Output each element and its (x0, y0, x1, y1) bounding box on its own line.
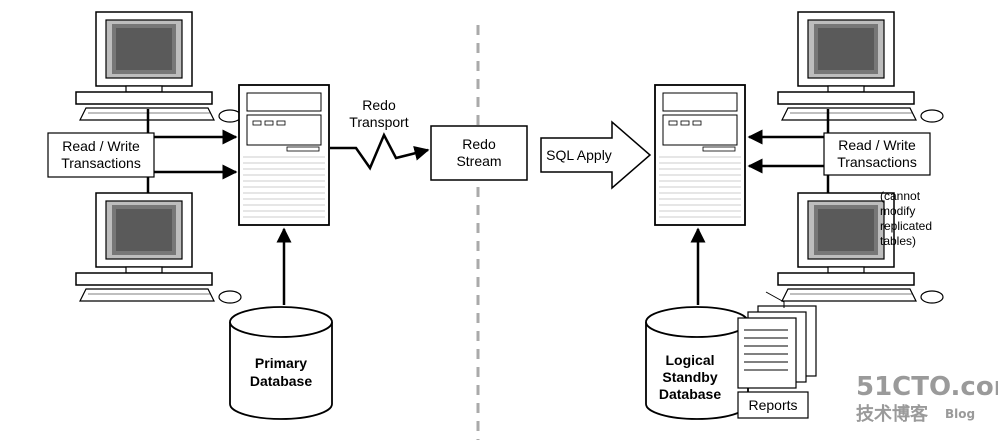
redo-stream-box: Redo Stream (430, 125, 528, 181)
standby-server-icon (654, 84, 746, 226)
redo-stream-line2: Stream (456, 153, 501, 169)
watermark-site: 51CTO.com (856, 372, 998, 402)
redo-transport-line (330, 132, 430, 171)
standby-note-line1: (cannot (880, 189, 921, 203)
redo-stream-line1: Redo (462, 136, 496, 152)
primary-database-line2: Database (250, 373, 312, 389)
primary-database-icon (229, 306, 333, 420)
standby-rw-box: Read / Write Transactions (823, 132, 931, 176)
reports-label: Reports (748, 397, 797, 413)
standby-rw-note: (cannot modify replicated tables) (880, 189, 932, 248)
standby-database-line3: Database (659, 386, 721, 402)
primary-server-icon (238, 84, 330, 226)
primary-rw-line1: Read / Write (62, 138, 140, 154)
standby-client-top-icon (777, 11, 944, 123)
sql-apply-label: SQL Apply (546, 147, 612, 163)
watermark-blog: Blog (945, 407, 975, 421)
reports-box: Reports (737, 391, 809, 419)
primary-database-line1: Primary (255, 355, 307, 371)
standby-rw-line2: Transactions (837, 154, 917, 170)
primary-rw-line2: Transactions (61, 155, 141, 171)
standby-client-bottom-icon (777, 192, 944, 304)
watermark-tagline: 技术博客 (856, 403, 929, 425)
primary-client-bottom-icon (75, 192, 242, 304)
standby-database-icon (645, 306, 749, 420)
sql-apply-arrow: SQL Apply (540, 120, 652, 190)
watermark-logo: 51CTO.com 技术博客 Blog (856, 372, 998, 425)
standby-note-line3: replicated (880, 219, 932, 233)
reports-document-icon (737, 291, 817, 389)
redo-transport-line2: Transport (349, 114, 409, 130)
standby-database-line1: Logical (665, 352, 714, 368)
standby-rw-line1: Read / Write (838, 137, 916, 153)
standby-database-line2: Standby (662, 369, 717, 385)
redo-transport-line1: Redo (362, 97, 396, 113)
standby-note-line2: modify (880, 204, 915, 218)
standby-note-line4: tables) (880, 234, 916, 248)
primary-client-top-icon (75, 11, 242, 123)
primary-rw-box: Read / Write Transactions (47, 132, 155, 178)
